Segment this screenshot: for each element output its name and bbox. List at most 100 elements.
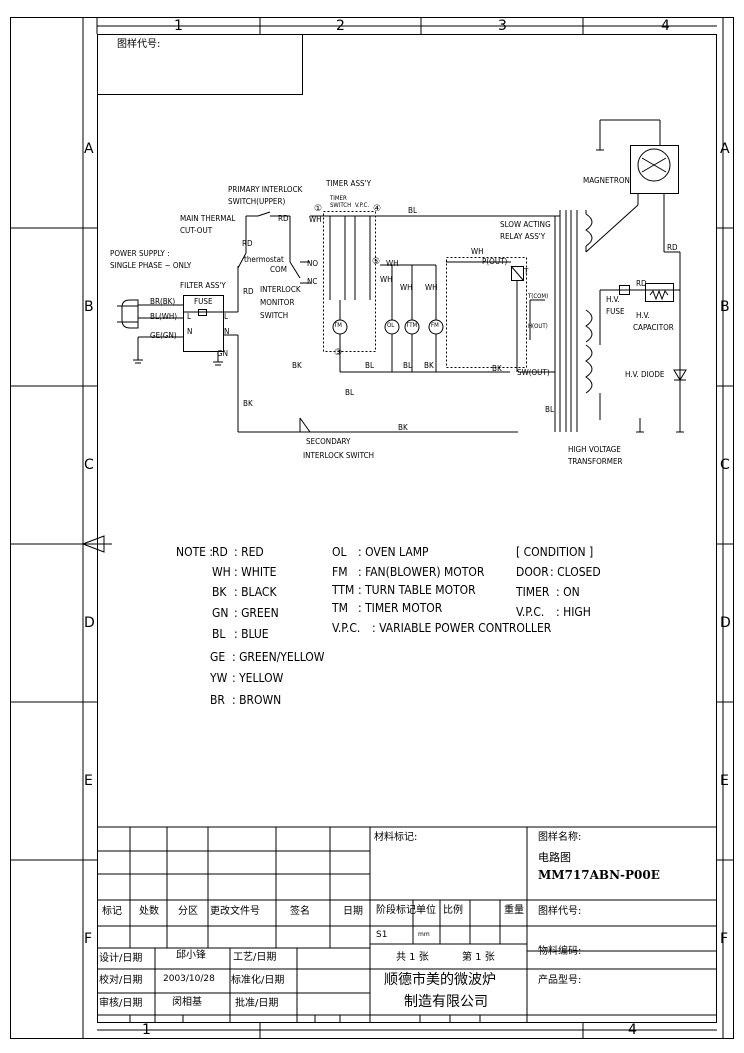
wire-label: WH [400, 283, 413, 292]
interlock-monitor-label-3: SWITCH [260, 311, 289, 320]
note-desc: : BLUE [234, 627, 269, 641]
review-label: 审核/日期 [99, 998, 143, 1009]
wire-label: BK [492, 364, 502, 373]
timer-assy-label: TIMER ASS'Y [326, 179, 371, 188]
part-desc: : TURN TABLE MOTOR [358, 583, 476, 597]
wire-label: BL [403, 361, 412, 370]
com-label: COM [270, 265, 287, 274]
material-code-label: 物料编码: [538, 946, 582, 957]
condition-key: TIMER [516, 585, 550, 599]
col-label-2: 2 [336, 18, 345, 34]
wire-label: WH [425, 283, 438, 292]
rev-header: 标记 [102, 906, 122, 917]
row-label-D-left: D [84, 615, 95, 631]
circle-1: ① [314, 204, 323, 214]
approve-label: 批准/日期 [235, 998, 279, 1009]
rev-header: 分区 [178, 906, 198, 917]
circle-5: ⑤ [372, 257, 381, 267]
motor-fm: FM [431, 322, 439, 329]
wire-label: BL [545, 405, 554, 414]
company-name-line-1: 顺德市美的微波炉 [384, 972, 496, 988]
sheet-number: 第 1 张 [462, 952, 495, 963]
std-label: 标准化/日期 [231, 975, 285, 986]
hv-transformer-label-2: TRANSFORMER [568, 457, 623, 466]
motor-ol: OL [387, 322, 395, 329]
note-code: BK [212, 585, 227, 599]
row-label-A-right: A [720, 141, 730, 157]
slow-acting-label-1: SLOW ACTING [500, 220, 551, 229]
part-code: TTM [332, 583, 355, 597]
note-desc: : RED [234, 545, 264, 559]
note-code: GN [212, 606, 229, 620]
rev-header: 签名 [290, 906, 310, 917]
wire-label: WH [309, 215, 322, 224]
stage-header: 重量 [504, 905, 524, 916]
wire-ge-label: GE(GN) [150, 331, 177, 340]
row-label-A-left: A [84, 141, 94, 157]
main-thermal-label-2: CUT-OUT [180, 226, 213, 235]
thermostat-label: thermostat [244, 255, 284, 264]
wire-label: RD [667, 243, 678, 252]
drawing-name-label: 图样名称: [538, 832, 582, 843]
term-l-out: L [224, 312, 229, 321]
stage-value: S1 [376, 930, 388, 940]
part-desc: : VARIABLE POWER CONTROLLER [372, 621, 552, 635]
t-label: T [524, 267, 529, 276]
reviewer-name: 闵相基 [172, 997, 202, 1008]
wire-br-label: BR(BK) [150, 297, 176, 306]
drawing-name: 电路图 [538, 851, 571, 864]
note-code: BR [210, 693, 225, 707]
wire-label: WH [380, 275, 393, 284]
hout-label: H(OUT) [528, 323, 548, 330]
tcom-label: T(COM) [528, 293, 549, 300]
term-n-in: N [187, 327, 193, 336]
wire-label: RD [278, 214, 289, 223]
main-thermal-label-1: MAIN THERMAL [180, 214, 236, 223]
motor-tm: TM [334, 322, 342, 329]
row-label-E-left: E [84, 773, 93, 789]
inner-frame [97, 34, 717, 1023]
magnetron-label: MAGNETRON [583, 176, 630, 185]
check-date: 2003/10/28 [163, 974, 215, 984]
row-label-C-left: C [84, 457, 94, 473]
condition-value: : ON [556, 585, 580, 599]
motor-ttm: TTM [406, 322, 418, 329]
note-desc: : BROWN [232, 693, 282, 707]
circle-3: ③ [334, 348, 343, 358]
wire-label: BK [424, 361, 434, 370]
row-label-E-right: E [720, 773, 729, 789]
condition-title: [ CONDITION ] [516, 545, 594, 559]
wire-label: BL [408, 206, 417, 215]
drawing-code-label: 图样代号: [538, 906, 582, 917]
timer-switch-label-1: TIMER [330, 195, 347, 202]
wire-label: RD [243, 287, 254, 296]
wire-label: BL [345, 388, 354, 397]
wire-label: BL [365, 361, 374, 370]
product-model-label: 产品型号: [538, 975, 582, 986]
part-code: OL [332, 545, 347, 559]
fuse-label: FUSE [194, 297, 213, 306]
part-desc: : FAN(BLOWER) MOTOR [358, 565, 485, 579]
row-label-C-right: C [720, 457, 730, 473]
col-label-3: 3 [498, 18, 507, 34]
note-code: GE [210, 650, 226, 664]
note-desc: : GREEN/YELLOW [232, 650, 325, 664]
row-label-F-left: F [84, 931, 93, 947]
wire-label: RD [636, 279, 647, 288]
hv-fuse-label-2: FUSE [606, 307, 625, 316]
stage-header: 阶段标记 [376, 905, 416, 916]
note-code: RD [212, 545, 228, 559]
hv-fuse-label-1: H.V. [606, 295, 620, 304]
primary-interlock-label-2: SWITCH(UPPER) [228, 197, 286, 206]
wire-label: RD [242, 239, 253, 248]
condition-key: DOOR [516, 565, 549, 579]
part-code: FM [332, 565, 348, 579]
note-desc: : YELLOW [232, 671, 284, 685]
filter-assy-label: FILTER ASS'Y [180, 281, 226, 290]
note-title: NOTE : [176, 545, 214, 559]
part-desc: : OVEN LAMP [358, 545, 429, 559]
stage-header: 单位 [416, 905, 436, 916]
wire-label: WH [386, 259, 399, 268]
rev-header: 处数 [139, 906, 159, 917]
